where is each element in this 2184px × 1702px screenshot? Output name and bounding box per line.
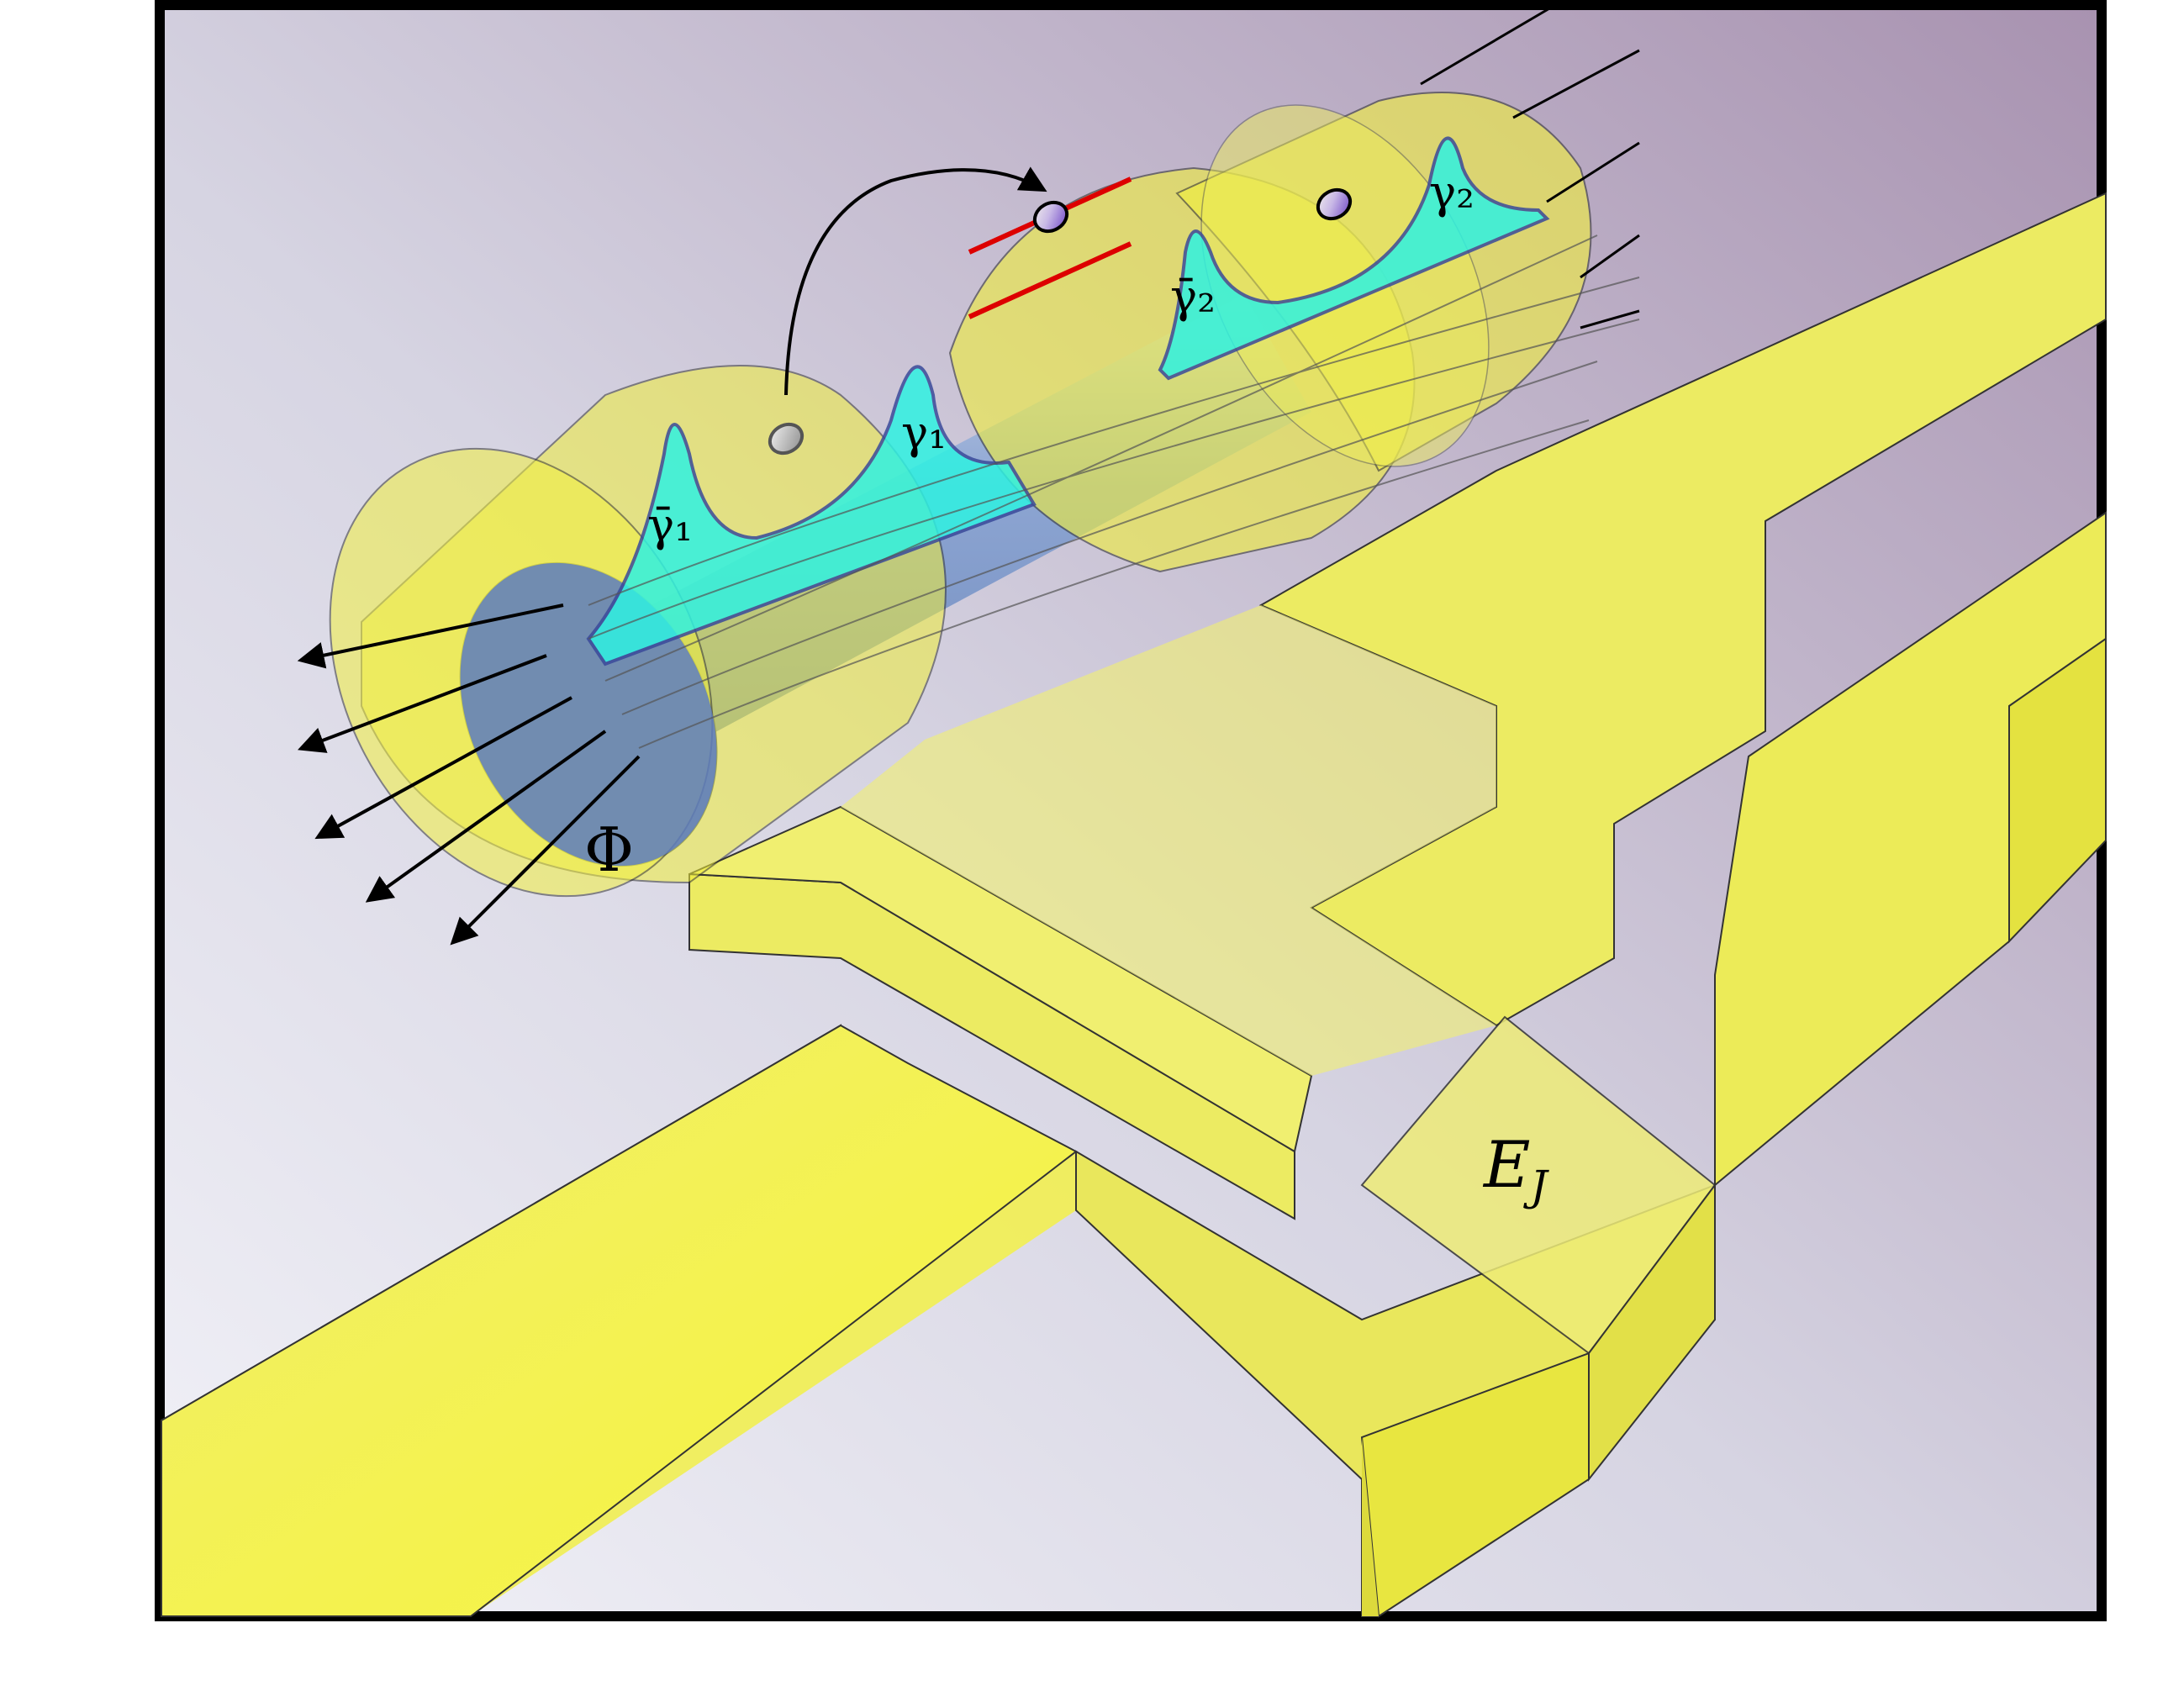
tunneling-arrow <box>784 166 1047 396</box>
flux-arrows <box>297 603 641 946</box>
majorana-wavefunction-2 <box>1158 136 1550 381</box>
superconducting-loop <box>161 192 2107 1618</box>
label-gamma2: γ₂ <box>1429 166 1474 219</box>
majorana-wavefunctions <box>586 136 1550 667</box>
label-flux-phi: Φ <box>584 814 635 885</box>
flux-arrow-2 <box>298 654 547 753</box>
energy-level-lower <box>968 241 1132 319</box>
label-ej-main: E <box>1484 1127 1531 1202</box>
flux-arrow-3 <box>314 696 572 840</box>
majorana-wavefunction-1 <box>586 365 1037 667</box>
label-josephson-energy: EJ <box>1484 1133 1548 1211</box>
flux-arrow-4 <box>365 730 607 903</box>
label-gamma2-bar: γ̄₂ <box>1170 270 1216 323</box>
quasiparticle-purple-2 <box>1316 187 1353 221</box>
quasiparticle-purple-1 <box>1032 200 1069 234</box>
quasiparticle-grey <box>768 422 804 456</box>
flux-lines <box>1420 3 1640 329</box>
label-gamma1: γ₁ <box>901 406 947 459</box>
label-ej-subscript: J <box>1530 1162 1548 1211</box>
label-gamma1-bar: γ̄₁ <box>647 498 693 551</box>
flux-arrow-1 <box>297 603 564 669</box>
internal-field-lines <box>588 234 1640 749</box>
flux-arrow-5 <box>450 755 641 946</box>
